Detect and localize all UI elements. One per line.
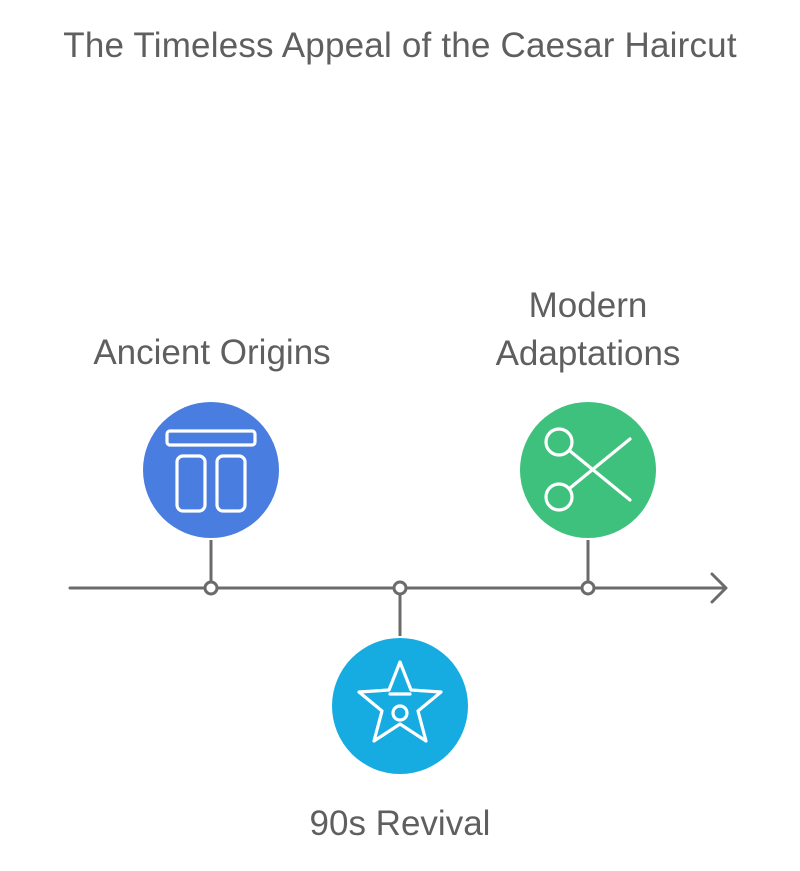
axis-node-modern-adaptations	[580, 580, 596, 596]
pillars-icon	[165, 429, 257, 513]
scissors-icon	[544, 427, 632, 512]
axis-node-90s-revival	[392, 580, 408, 596]
milestone-modern-adaptations	[520, 402, 656, 538]
star-icon	[357, 660, 443, 743]
milestone-label-90s-revival: 90s Revival	[309, 804, 491, 843]
milestone-label-ancient-origins: Ancient Origins	[93, 333, 331, 372]
milestone-circle-ancient-origins	[143, 402, 279, 538]
milestone-label-modern-adaptations: Modern Adaptations	[495, 286, 681, 373]
axis-node-ancient-origins	[203, 580, 219, 596]
milestone-circle-modern-adaptations	[520, 402, 656, 538]
timeline-arrowhead	[710, 572, 728, 604]
diagram-title: The Timeless Appeal of the Caesar Haircu…	[63, 26, 737, 65]
milestone-90s-revival	[332, 638, 468, 774]
milestone-ancient-origins	[143, 402, 279, 538]
